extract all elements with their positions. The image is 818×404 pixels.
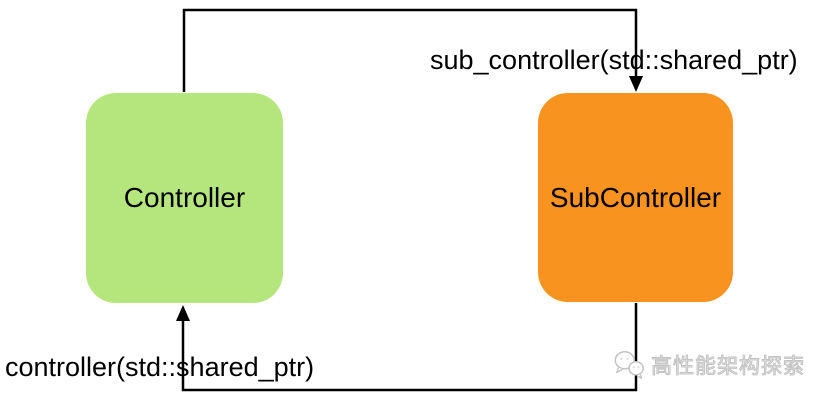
edge-bottom-arrowhead	[176, 305, 190, 321]
node-subcontroller-label: SubController	[549, 181, 722, 213]
edge-bottom-line	[181, 303, 638, 392]
edge-label-sub-controller: sub_controller(std::shared_ptr)	[430, 45, 798, 75]
watermark-text: 高性能架构探索	[651, 355, 805, 379]
edge-label-controller: controller(std::shared_ptr)	[5, 352, 315, 382]
edge-top-line	[182, 8, 638, 92]
node-subcontroller: SubController	[538, 93, 733, 302]
node-controller-label: Controller	[123, 182, 246, 213]
edge-top-arrowhead	[629, 76, 643, 92]
node-controller: Controller	[86, 93, 283, 303]
watermark: 高性能架构探索	[612, 348, 805, 382]
wechat-chat-bubbles-icon	[614, 351, 644, 379]
